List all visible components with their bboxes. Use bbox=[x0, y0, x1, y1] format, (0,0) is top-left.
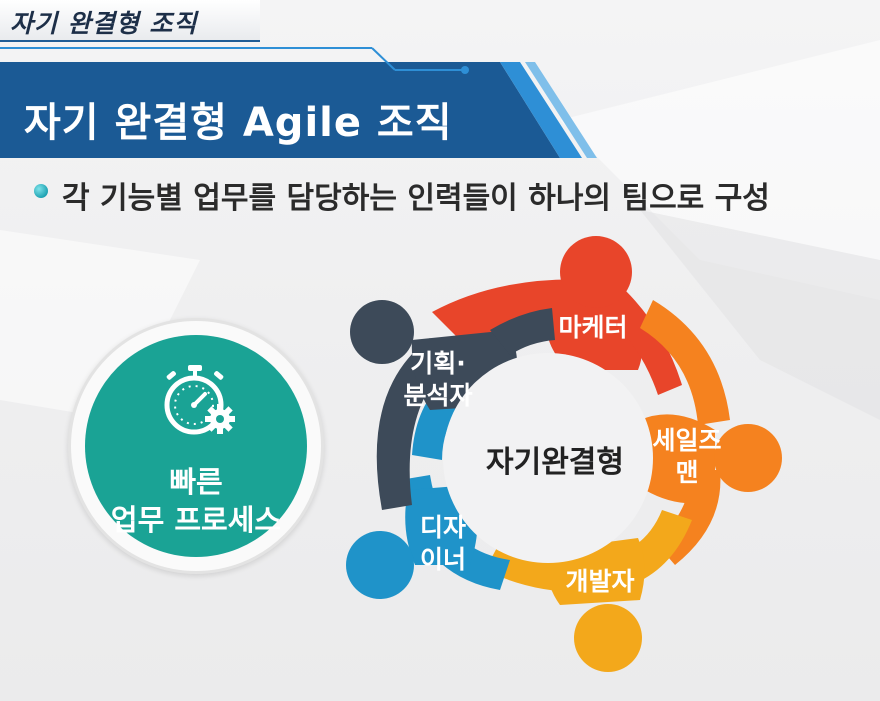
role-label-planner: 기획· 분석자 bbox=[388, 348, 488, 412]
bullet-dot-icon bbox=[34, 184, 48, 198]
role-label-sales-line1: 세일즈 bbox=[652, 426, 722, 455]
role-label-planner-line1: 기획· bbox=[410, 349, 466, 378]
badge-label-line1: 빠른 bbox=[169, 465, 223, 499]
title-banner bbox=[0, 47, 597, 158]
section-tag-text: 자기 완결형 조직 bbox=[10, 9, 198, 38]
role-label-marketer-line1: 마케터 bbox=[558, 313, 628, 342]
role-label-developer-line1: 개발자 bbox=[565, 567, 635, 596]
stopwatch-gear-icon bbox=[164, 365, 235, 435]
cycle-center-label: 자기완결형 bbox=[486, 445, 624, 480]
process-badge: 빠른 업무 프로세스 bbox=[68, 318, 324, 574]
bullet-text: 각 기능별 업무를 담당하는 인력들이 하나의 팀으로 구성 bbox=[62, 181, 770, 216]
badge-label-line2: 업무 프로세스 bbox=[110, 503, 282, 537]
page-title: 자기 완결형 Agile 조직 bbox=[24, 100, 453, 146]
role-label-designer-line1: 디자 bbox=[419, 513, 466, 542]
section-tag: 자기 완결형 조직 bbox=[0, 0, 260, 42]
role-label-marketer: 마케터 bbox=[548, 312, 638, 344]
role-label-planner-line2: 분석자 bbox=[403, 381, 473, 410]
role-label-sales: 세일즈 맨 bbox=[642, 425, 732, 489]
team-cycle-diagram bbox=[346, 236, 782, 672]
role-label-developer: 개발자 bbox=[555, 566, 645, 598]
role-label-sales-line2: 맨 bbox=[675, 458, 699, 487]
role-label-designer: 디자 이너 bbox=[408, 512, 478, 576]
process-badge-circle: 빠른 업무 프로세스 bbox=[85, 335, 307, 557]
role-label-designer-line2: 이너 bbox=[419, 545, 466, 574]
